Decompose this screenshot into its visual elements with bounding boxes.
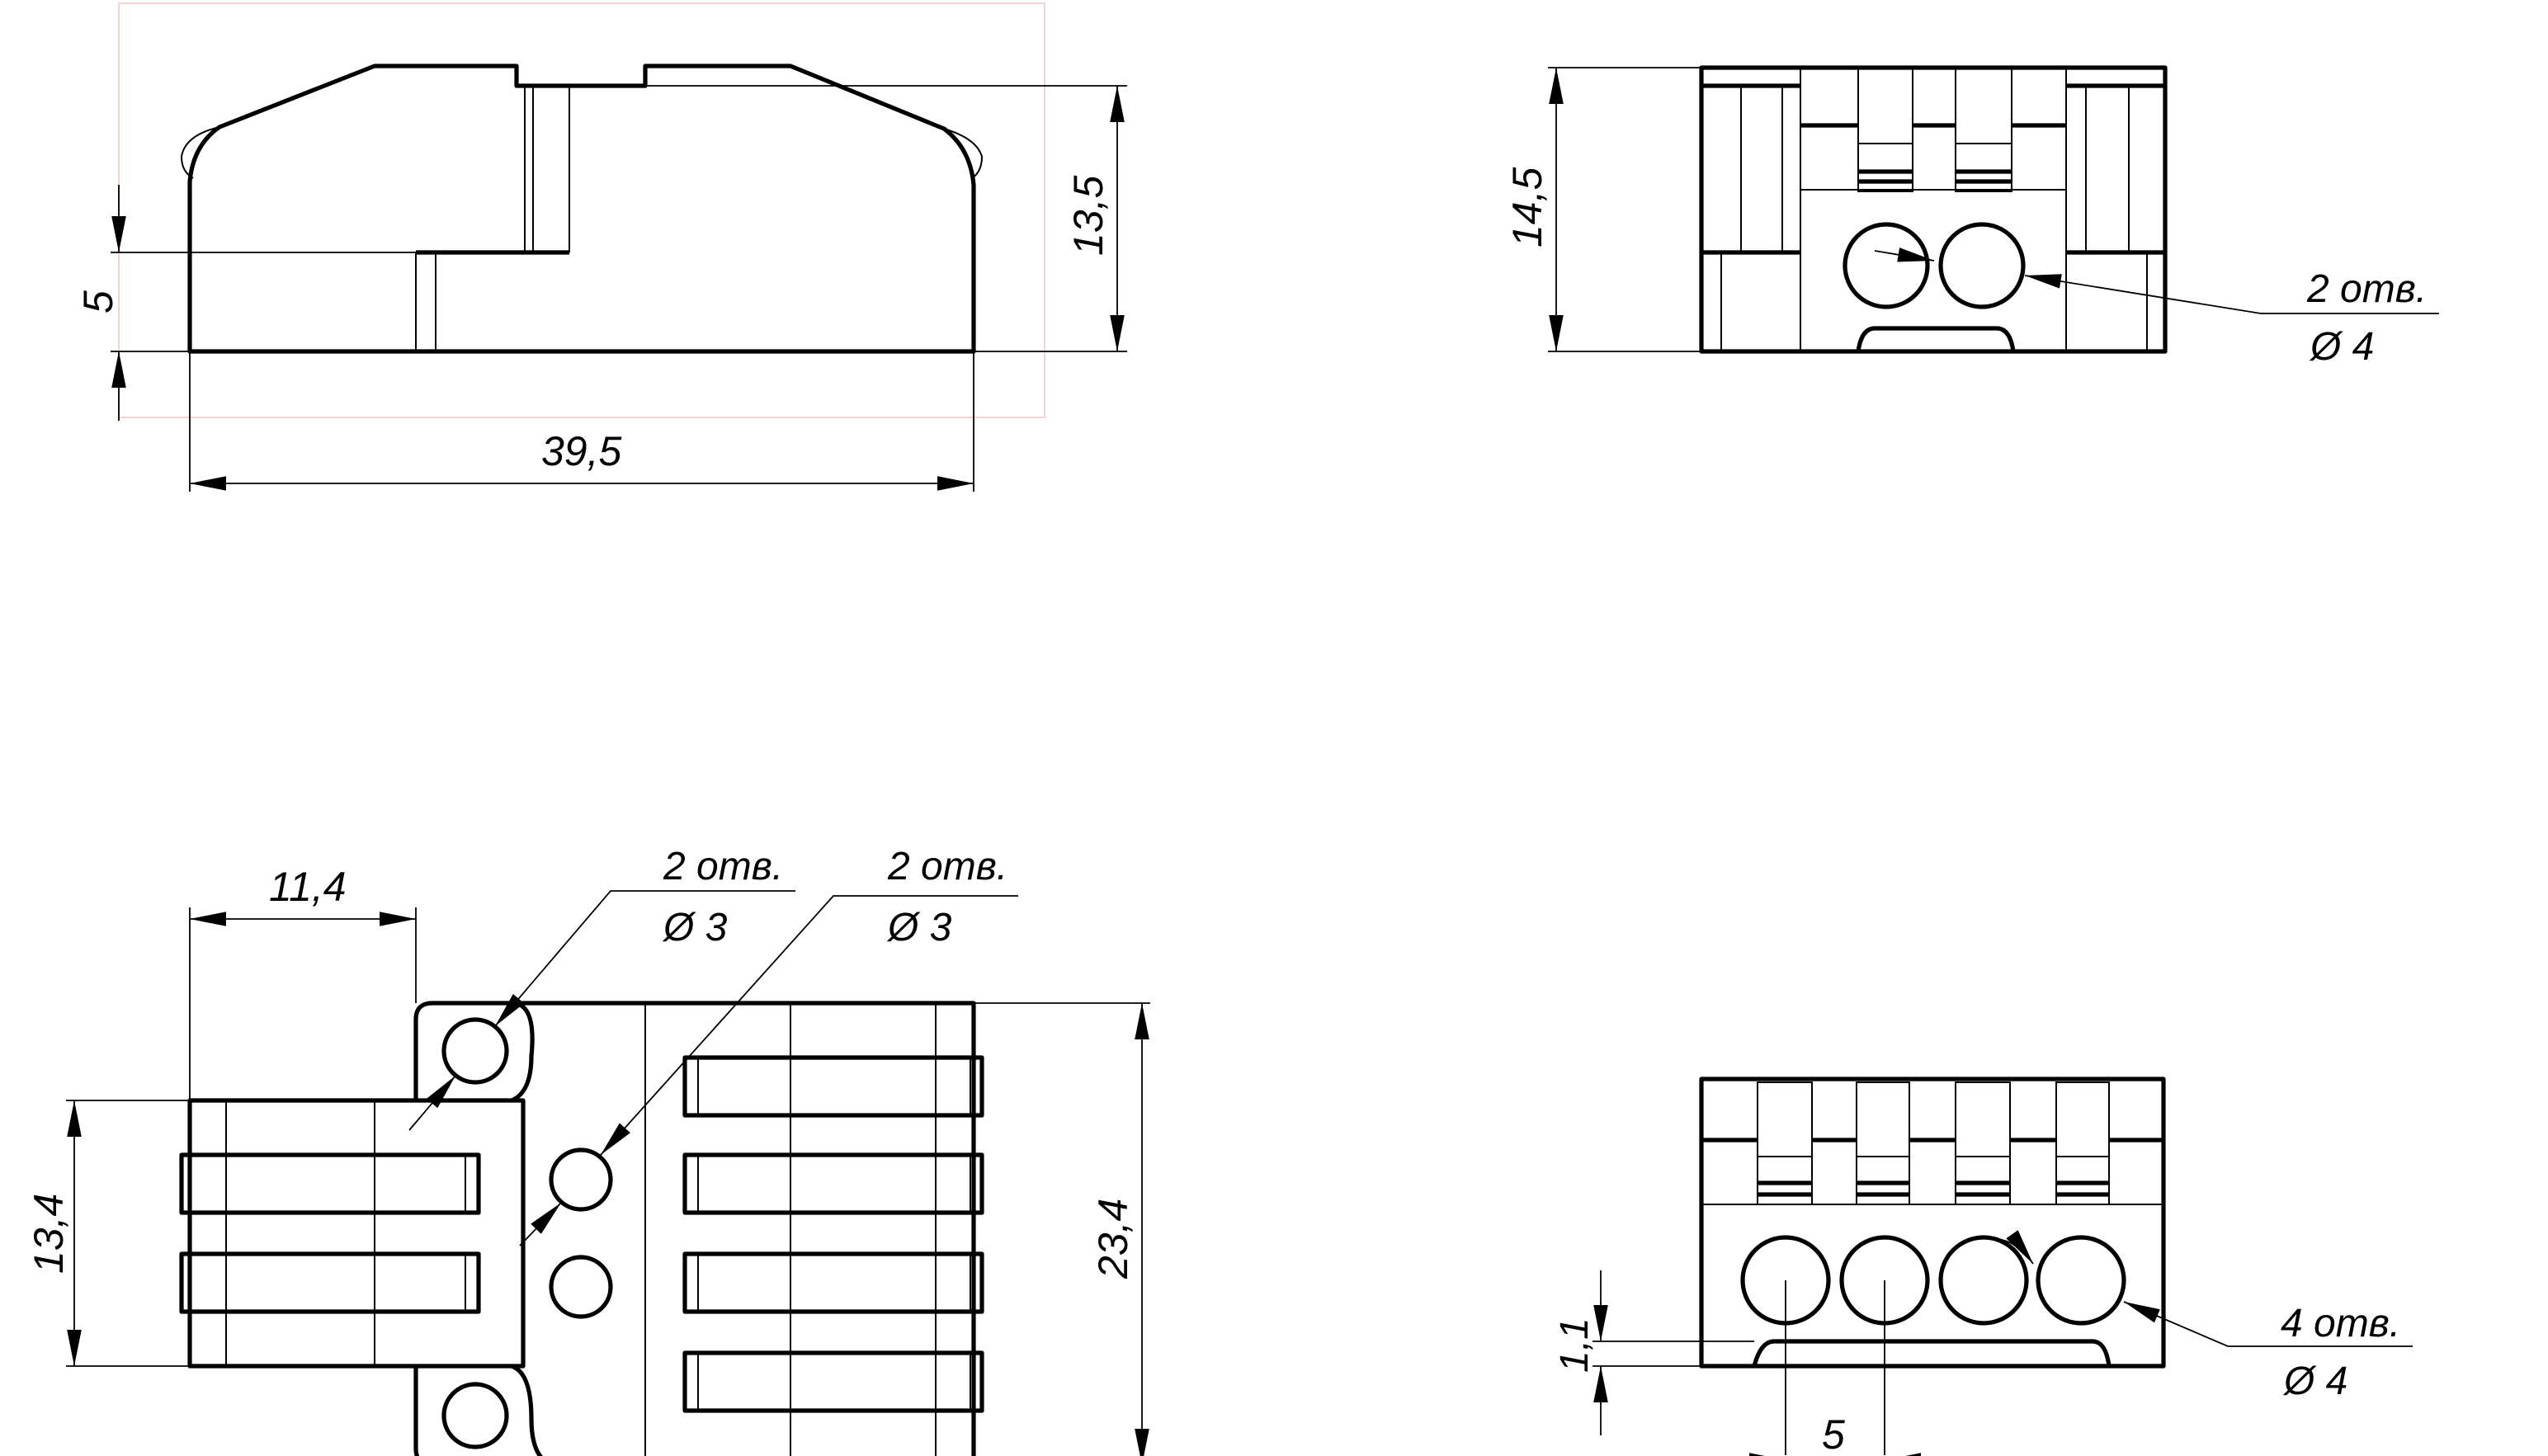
dim-height-label: 14,5 — [1504, 167, 1550, 247]
side-view-outline — [187, 64, 976, 354]
end-view-four-holes: 4 отв. Ø 4 1,1 5 — [1553, 1077, 2413, 1456]
hole-diameter-label: Ø 4 — [2309, 325, 2374, 369]
right-contacts — [682, 1055, 984, 1413]
right-latch-tab — [943, 128, 984, 179]
leader-line — [519, 1202, 562, 1246]
left-latch-tab — [180, 126, 220, 179]
leader-line — [2024, 274, 2439, 314]
leader-line — [494, 890, 795, 1027]
callout-a-count: 2 отв. — [663, 845, 783, 888]
hole — [1843, 222, 1930, 309]
dim-height-label: 13,5 — [1065, 175, 1111, 256]
hole-diameter-label: Ø 4 — [2282, 1359, 2347, 1403]
dim-width-label: 39,5 — [541, 428, 622, 474]
callout-b-diameter: Ø 3 — [886, 906, 952, 949]
callout-a-diameter: Ø 3 — [662, 906, 728, 949]
hole — [1938, 222, 2026, 309]
leader-line — [408, 1075, 456, 1131]
left-block-outline — [187, 1098, 526, 1369]
wire-slots — [1800, 67, 2066, 192]
leader-arrow — [1874, 247, 1935, 262]
end-view-two-holes: 2 отв. Ø 4 14,5 — [1504, 65, 2439, 369]
hole — [549, 1147, 613, 1212]
leader-line — [2123, 1301, 2413, 1347]
side-view: 5 13,5 39,5 — [75, 2, 1127, 492]
end-view-outline — [1699, 1077, 2166, 1369]
left-contacts — [179, 1152, 481, 1314]
hole-count-label: 2 отв. — [2306, 267, 2427, 311]
dim-notch-label: 1,1 — [1553, 1317, 1597, 1373]
end-view-outline — [1699, 65, 2168, 354]
wire-slots — [1701, 1081, 2163, 1205]
mounting-hole — [441, 1017, 509, 1085]
hole — [1938, 1235, 2029, 1326]
view-frame — [118, 2, 1045, 418]
top-view: 2 отв. Ø 3 2 отв. Ø 3 11,4 13,4 23,4 — [26, 845, 1150, 1456]
mounting-hole — [441, 1382, 509, 1449]
bottom-notch — [1856, 326, 2016, 352]
dim-offset-label: 11,4 — [269, 864, 347, 910]
dim-total-height-label: 23,4 — [1090, 1199, 1136, 1279]
dim-block-height-label: 13,4 — [26, 1194, 72, 1274]
leader-line — [600, 895, 1018, 1156]
dim-pitch-label: 5 — [1822, 1411, 1845, 1456]
dim-step-label: 5 — [75, 290, 121, 313]
hole-count-label: 4 отв. — [2281, 1302, 2400, 1345]
callout-b-count: 2 отв. — [887, 845, 1007, 888]
hole — [2036, 1235, 2126, 1326]
hole — [549, 1255, 613, 1319]
mounting-plate-outline — [413, 1001, 976, 1456]
ear-contour — [510, 1001, 543, 1456]
leader-arrow — [1996, 1230, 2034, 1265]
bottom-notch — [1752, 1339, 2112, 1367]
